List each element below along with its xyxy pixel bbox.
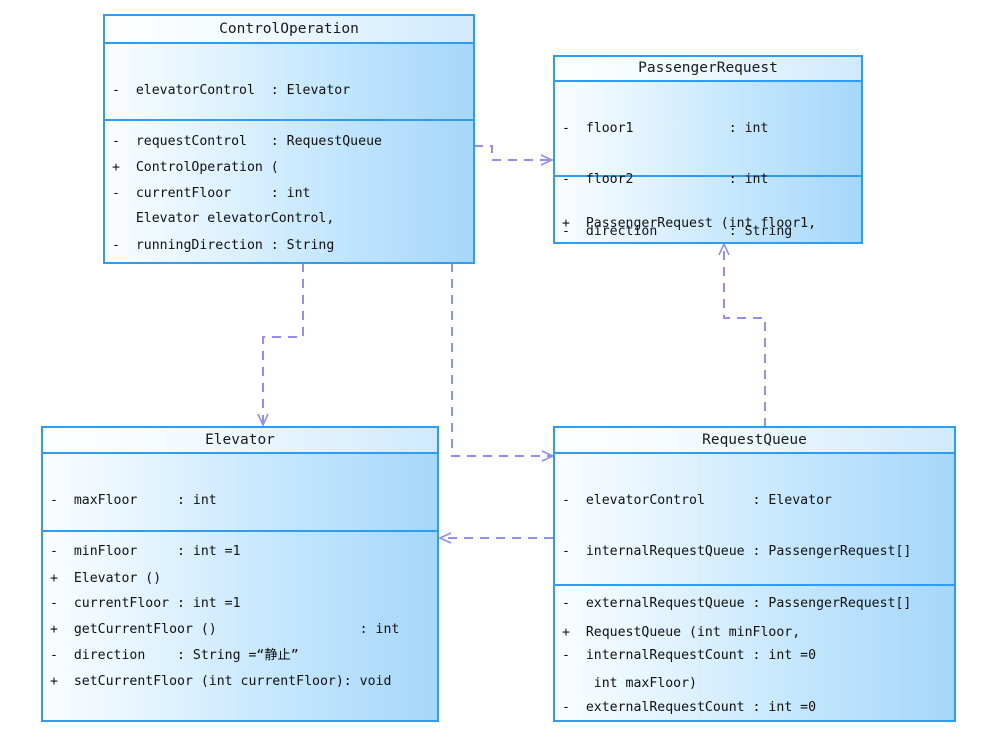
attribute-row: - direction : String =“静止” — [50, 648, 299, 664]
attribute-row: - maxFloor : int — [50, 492, 217, 508]
class-title-passenger-request: PassengerRequest — [555, 57, 861, 82]
class-attributes-control-operation: - elevatorControl : Elevator - requestCo… — [105, 44, 473, 253]
class-title-control-operation: ControlOperation — [105, 16, 473, 44]
method-row: Elevator elevatorControl, — [112, 211, 335, 227]
attribute-row: - internalRequestQueue : PassengerReques… — [562, 544, 912, 560]
connector-control-operation-to-elevator — [257, 263, 304, 427]
class-title-request-queue: RequestQueue — [555, 428, 954, 454]
method-row: RequestQueue requestControl) — [105, 262, 473, 264]
attribute-row: - externalRequestCount : int =0 — [562, 700, 817, 716]
class-box-control-operation[interactable]: ControlOperation - elevatorControl : Ele… — [103, 14, 475, 264]
class-attributes-passenger-request: - floor1 : int - floor2 : int - directio… — [555, 82, 861, 239]
attribute-row: - requestControl : RequestQueue — [112, 134, 382, 150]
connector-control-operation-to-passenger-request — [474, 145, 554, 166]
method-row: + PassengerRequest (int floor1, — [562, 215, 817, 231]
class-box-request-queue[interactable]: RequestQueue - elevatorControl : Elevato… — [553, 426, 956, 722]
class-methods-elevator: + Elevator () + getCurrentFloor () : int… — [43, 532, 437, 720]
method-row: + RequestQueue (int minFloor, — [562, 624, 801, 640]
method-row: + setCurrentFloor (int currentFloor): vo… — [50, 674, 392, 690]
method-row: int maxFloor) — [562, 676, 697, 692]
class-methods-passenger-request: + PassengerRequest (int floor1, int floo… — [555, 177, 861, 242]
attribute-row: - internalRequestCount : int =0 — [562, 648, 817, 664]
connector-request-queue-to-passenger-request — [718, 242, 766, 427]
class-attributes-request-queue: - elevatorControl : Elevator - internalR… — [555, 454, 954, 715]
class-box-elevator[interactable]: Elevator - maxFloor : int - minFloor : i… — [41, 426, 439, 722]
class-methods-control-operation: + ControlOperation ( Elevator elevatorCo… — [105, 121, 473, 262]
attribute-row: - elevatorControl : Elevator — [562, 492, 832, 508]
class-attributes-elevator: - maxFloor : int - minFloor : int =1 - c… — [43, 454, 437, 663]
method-row: + ControlOperation ( — [112, 159, 279, 175]
method-row: + getCurrentFloor () : int — [50, 622, 400, 638]
attribute-row: - externalRequestQueue : PassengerReques… — [562, 596, 912, 612]
attribute-row: - currentFloor : int =1 — [50, 596, 241, 612]
class-box-passenger-request[interactable]: PassengerRequest - floor1 : int - floor2… — [553, 55, 863, 244]
class-title-elevator: Elevator — [43, 428, 437, 454]
connector-control-operation-to-request-queue — [451, 263, 555, 462]
attribute-row: - direction : String — [562, 224, 793, 240]
class-methods-request-queue: + RequestQueue (int minFloor, int maxFlo… — [555, 586, 954, 720]
attribute-row: - floor2 : int — [562, 172, 769, 188]
method-row: + Elevator () — [50, 570, 162, 586]
attribute-row: - elevatorControl : Elevator — [112, 82, 351, 98]
attribute-row: - currentFloor : int — [112, 186, 311, 202]
attribute-row: - floor1 : int — [562, 120, 769, 136]
attribute-row: - runningDirection : String — [112, 238, 335, 254]
